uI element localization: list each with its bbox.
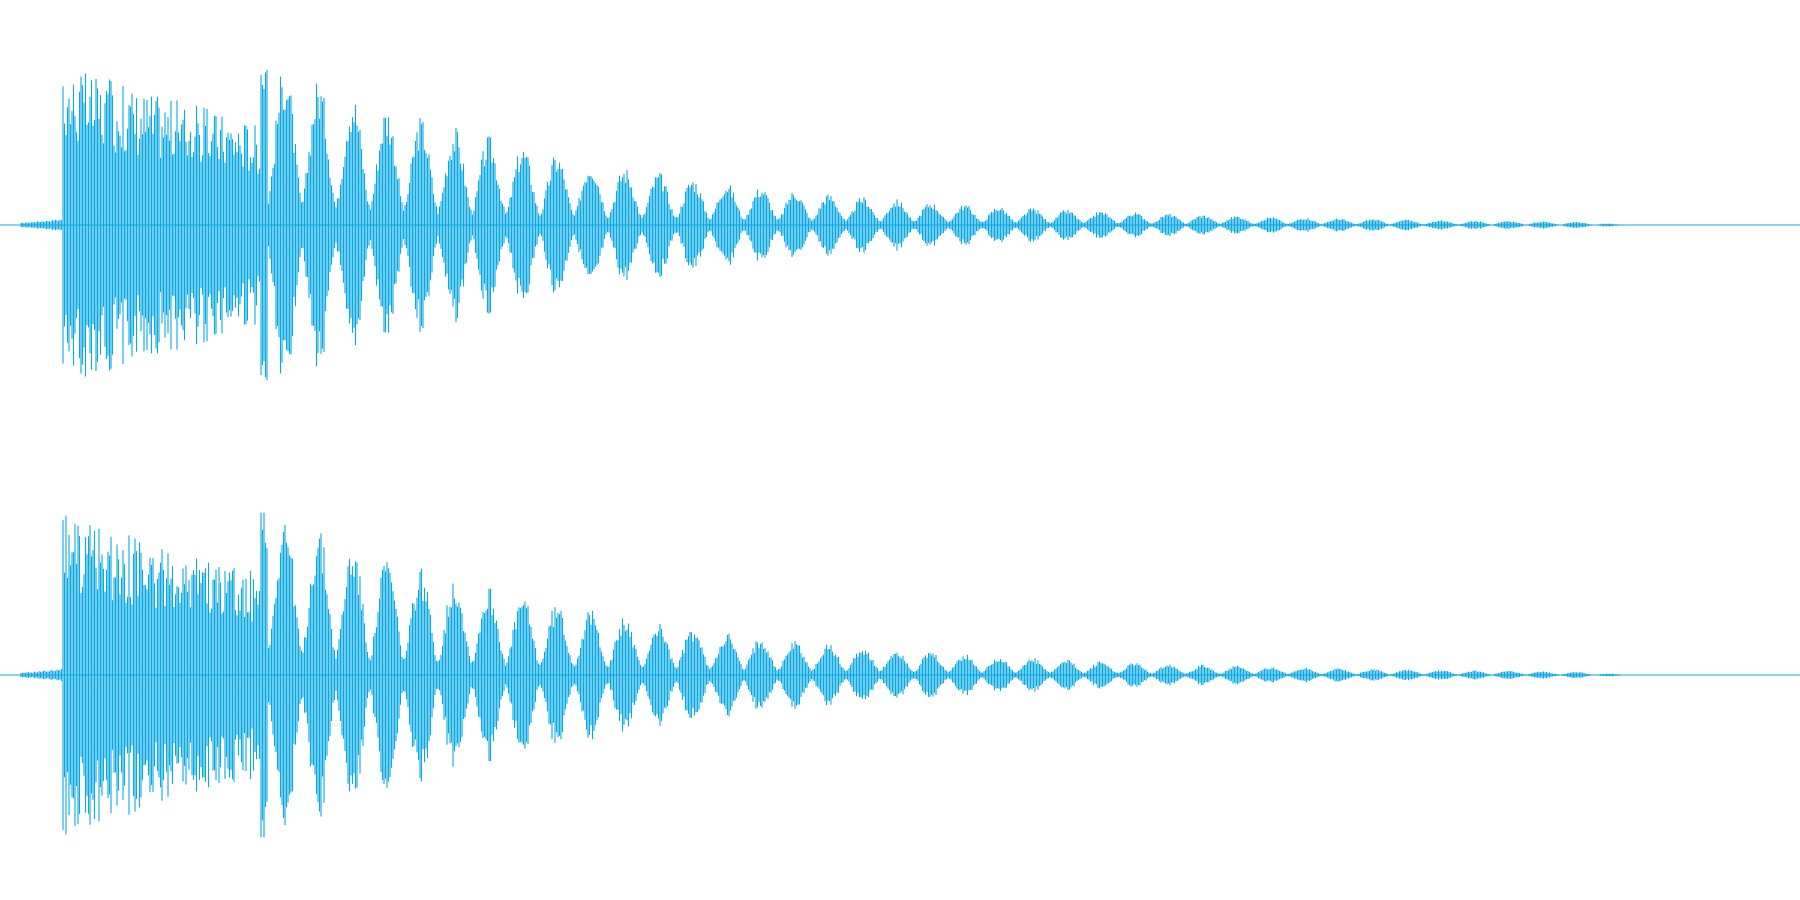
waveform-signal — [20, 512, 1626, 838]
waveform-signal — [20, 69, 1626, 381]
waveform-channel-1 — [0, 69, 1800, 381]
waveform-channel-2 — [0, 512, 1800, 838]
